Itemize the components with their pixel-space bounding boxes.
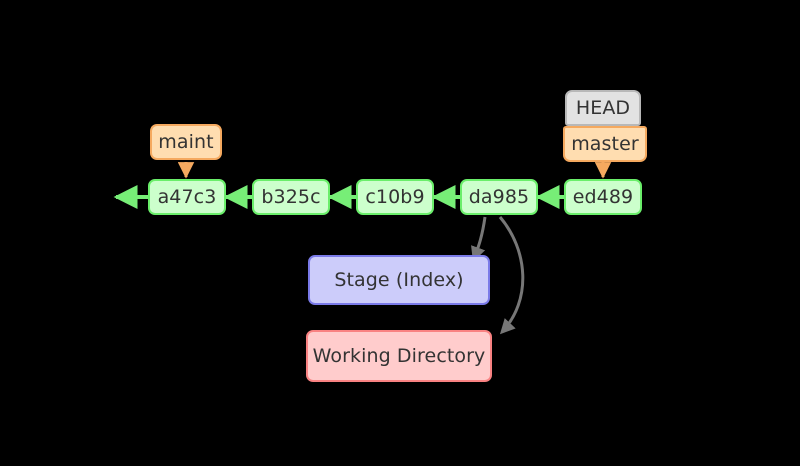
head-label-text: HEAD [575, 97, 631, 119]
commit-label-da985: da985 [468, 186, 530, 208]
commit-node-a47c3[interactable]: a47c3 [148, 179, 226, 215]
commit-label-a47c3: a47c3 [157, 186, 217, 208]
branch-label-maint[interactable]: maint [150, 124, 222, 160]
branch-label-master[interactable]: master [563, 126, 647, 162]
edge-da985-to-stage [471, 216, 487, 262]
stage-index-box[interactable]: Stage (Index) [308, 255, 490, 305]
commit-label-ed489: ed489 [572, 186, 634, 208]
working-directory-box[interactable]: Working Directory [306, 330, 492, 382]
commit-node-ed489[interactable]: ed489 [564, 179, 642, 215]
head-label[interactable]: HEAD [565, 90, 641, 126]
commit-node-c10b9[interactable]: c10b9 [356, 179, 434, 215]
edge-da985-to-working-directory [498, 216, 525, 335]
commit-node-b325c[interactable]: b325c [252, 179, 330, 215]
branch-label-maint-text: maint [158, 131, 214, 153]
ref-edges [177, 162, 612, 179]
commit-node-da985[interactable]: da985 [460, 179, 538, 215]
branch-label-master-text: master [571, 133, 639, 155]
commit-label-b325c: b325c [261, 186, 321, 208]
commit-label-c10b9: c10b9 [365, 186, 425, 208]
working-directory-label: Working Directory [312, 345, 486, 367]
stage-index-label: Stage (Index) [334, 269, 464, 291]
